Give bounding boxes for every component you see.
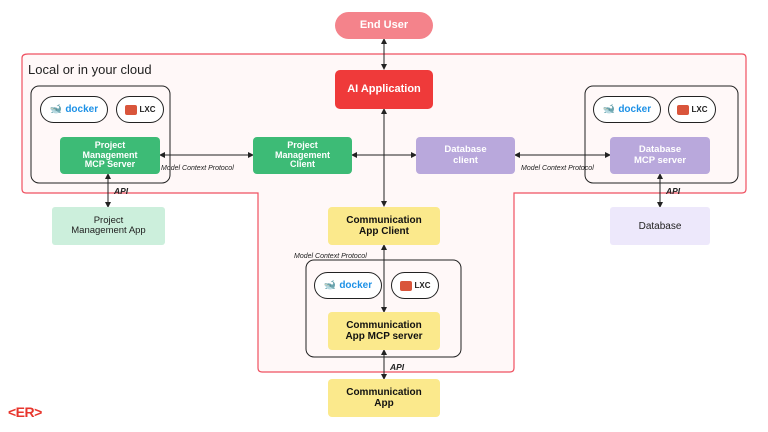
- lxc-chip-label: LXC: [139, 105, 156, 114]
- lxc-chip-comm: LXC: [391, 272, 439, 299]
- pm-app-node: Project Management App: [52, 207, 165, 245]
- docker-chip-label: docker: [618, 104, 652, 115]
- company-logo: <ER>: [8, 404, 42, 420]
- lxc-chip-label: LXC: [691, 105, 708, 114]
- lxc-chip-db: LXC: [668, 96, 716, 123]
- api-label-bottom: API: [390, 362, 405, 372]
- db-mcp-server-label: Database MCP server: [633, 144, 687, 166]
- comm-mcp-server-label: Communication App MCP server: [345, 320, 423, 342]
- docker-whale-icon: 🐋: [323, 280, 337, 291]
- comm-app-node: Communication App: [328, 379, 440, 417]
- database-node: Database: [610, 207, 710, 245]
- pm-app-label: Project Management App: [71, 214, 146, 236]
- mcp-label-bottom: Model Context Protocol: [294, 253, 367, 260]
- docker-whale-icon: 🐋: [49, 104, 63, 115]
- pm-client-node: Project Management Client: [253, 137, 352, 174]
- db-client-label: Database client: [444, 144, 487, 166]
- mcp-label-left: Model Context Protocol: [161, 165, 234, 172]
- end-user-node: End User: [335, 12, 433, 39]
- docker-chip-label: docker: [339, 280, 373, 291]
- mcp-label-right: Model Context Protocol: [521, 165, 594, 172]
- pm-client-label: Project Management Client: [274, 139, 330, 170]
- lxc-chip-label: LXC: [414, 281, 431, 290]
- pm-mcp-server-label: Project Management MCP Server: [82, 139, 138, 170]
- ai-application-node: AI Application: [335, 70, 433, 109]
- docker-chip-comm: 🐋 docker: [314, 272, 382, 299]
- pm-mcp-server-node: Project Management MCP Server: [60, 137, 160, 174]
- docker-chip-db: 🐋 docker: [593, 96, 661, 123]
- lxc-cube-icon: [399, 280, 412, 291]
- lxc-cube-icon: [676, 104, 689, 115]
- docker-chip-pm: 🐋 docker: [40, 96, 108, 123]
- lxc-cube-icon: [124, 104, 137, 115]
- api-label-right: API: [666, 186, 681, 196]
- pm-container-box: [30, 85, 171, 184]
- comm-mcp-server-node: Communication App MCP server: [328, 312, 440, 350]
- docker-chip-label: docker: [65, 104, 99, 115]
- db-client-node: Database client: [416, 137, 515, 174]
- end-user-label: End User: [359, 19, 409, 32]
- db-mcp-server-node: Database MCP server: [610, 137, 710, 174]
- comm-client-label: Communication App Client: [346, 215, 422, 237]
- ai-application-label: AI Application: [347, 83, 421, 96]
- database-label: Database: [638, 220, 682, 232]
- docker-whale-icon: 🐋: [602, 104, 616, 115]
- api-label-left: API: [114, 186, 129, 196]
- region-title: Local or in your cloud: [28, 62, 152, 77]
- comm-client-node: Communication App Client: [328, 207, 440, 245]
- comm-app-label: Communication App: [346, 387, 422, 409]
- lxc-chip-pm: LXC: [116, 96, 164, 123]
